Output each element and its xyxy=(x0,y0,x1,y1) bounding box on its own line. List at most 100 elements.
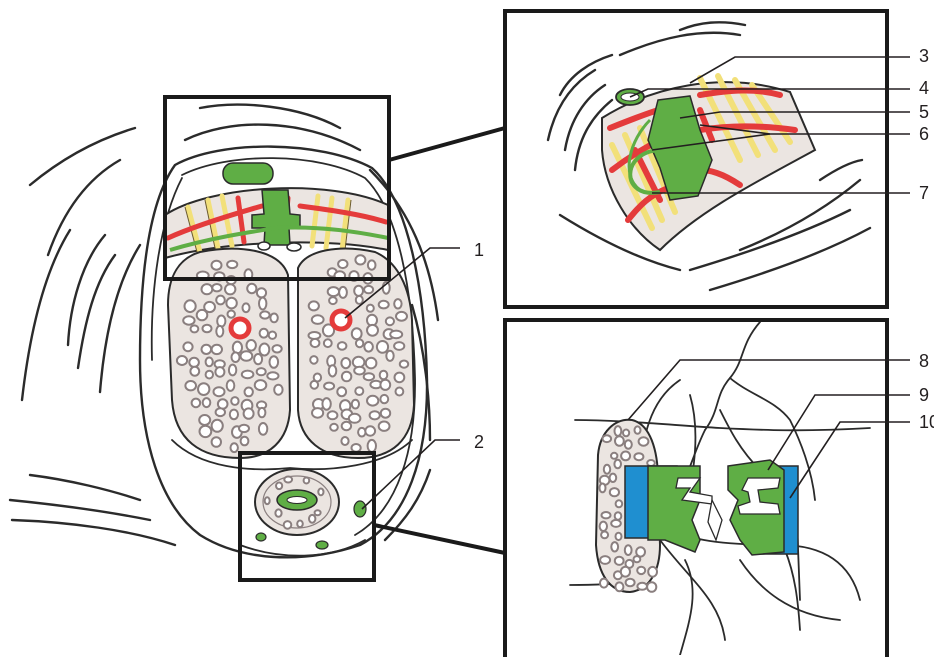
trabecular-space xyxy=(183,316,194,324)
trabecular-space xyxy=(602,512,611,518)
trabecular-space xyxy=(247,284,256,293)
trabecular-space xyxy=(342,372,351,382)
trabecular-space xyxy=(621,567,630,577)
trabecular-space xyxy=(400,361,408,368)
trabecular-space xyxy=(215,367,224,377)
trabecular-space xyxy=(381,409,390,418)
trabecular-space xyxy=(228,311,235,318)
trabecular-space xyxy=(260,329,268,338)
trabecular-space xyxy=(367,396,378,406)
trabecular-space xyxy=(183,342,192,351)
trabecular-space xyxy=(380,380,390,390)
trabecular-space xyxy=(364,373,374,380)
trabecular-space xyxy=(354,367,365,375)
trabecular-space xyxy=(356,296,363,304)
trabecular-space xyxy=(322,398,330,410)
trabecular-space xyxy=(394,342,404,350)
trabecular-space xyxy=(341,358,350,368)
trabecular-space xyxy=(216,408,225,416)
trabecular-space xyxy=(356,339,363,347)
trabecular-space xyxy=(601,532,608,539)
trabecular-space xyxy=(212,420,223,432)
trabecular-space xyxy=(226,298,236,309)
label-4: 4 xyxy=(919,78,929,98)
trabecular-space xyxy=(611,453,617,459)
trabecular-space xyxy=(367,325,378,336)
trabecular-space xyxy=(368,440,376,452)
trabecular-space xyxy=(395,373,405,383)
trabecular-space xyxy=(339,287,347,298)
trabecular-space xyxy=(200,426,212,437)
trabecular-space xyxy=(354,286,363,296)
trabecular-space xyxy=(377,341,388,353)
trabecular-space xyxy=(216,296,225,305)
trabecular-space xyxy=(616,500,623,507)
trabecular-space xyxy=(257,288,266,297)
trabecular-space xyxy=(274,385,282,395)
trabecular-space xyxy=(185,300,196,312)
trabecular-space xyxy=(189,358,199,367)
ventral-detail-inset xyxy=(570,322,870,655)
trabecular-space xyxy=(367,305,374,312)
trabecular-space xyxy=(315,510,321,515)
trabecular-space xyxy=(379,301,389,309)
trabecular-space xyxy=(206,358,213,367)
trabecular-space xyxy=(258,408,265,417)
trabecular-space xyxy=(284,521,292,529)
trabecular-space xyxy=(625,440,632,448)
cavernous-artery-left xyxy=(231,319,249,337)
trabecular-space xyxy=(379,422,390,431)
trabecular-space xyxy=(338,260,347,268)
cavernous-artery-right xyxy=(332,311,350,329)
trabecular-space xyxy=(364,286,373,293)
label-6: 6 xyxy=(919,124,929,144)
trabecular-space xyxy=(242,371,254,379)
trabecular-space xyxy=(192,399,201,408)
trabecular-space xyxy=(265,497,270,504)
trabecular-space xyxy=(273,345,282,352)
trabecular-space xyxy=(231,397,238,405)
trabecular-space xyxy=(621,452,630,461)
trabecular-space xyxy=(626,579,635,587)
trabecular-space xyxy=(309,515,315,523)
trabecular-space xyxy=(610,488,619,496)
trabecular-space xyxy=(311,339,320,347)
trabecular-space xyxy=(600,579,608,588)
trabecular-space xyxy=(366,358,377,369)
label-2: 2 xyxy=(474,432,484,452)
trabecular-space xyxy=(358,428,365,437)
trabecular-space xyxy=(647,460,655,466)
trabecular-space xyxy=(390,331,402,339)
trabecular-space xyxy=(600,556,610,564)
trabecular-space xyxy=(600,484,606,493)
trabecular-space xyxy=(380,371,388,380)
dorsal-detail-inset xyxy=(548,22,870,290)
trabecular-space xyxy=(225,284,235,294)
trabecular-space xyxy=(337,387,346,396)
trabecular-space xyxy=(639,437,649,445)
trabecular-space xyxy=(324,383,334,390)
label-1: 1 xyxy=(474,240,484,260)
trabecular-space xyxy=(338,342,347,350)
label-7: 7 xyxy=(919,183,929,203)
trabecular-space xyxy=(600,522,607,531)
trabecular-space xyxy=(297,521,303,528)
trabecular-space xyxy=(206,371,213,379)
trabecular-space xyxy=(203,325,212,333)
trabecular-space xyxy=(352,400,359,409)
trabecular-space xyxy=(270,314,277,323)
trabecular-space xyxy=(611,520,621,527)
trabecular-space xyxy=(217,316,225,327)
trabecular-space xyxy=(244,408,254,418)
trabecular-space xyxy=(245,388,253,397)
trabecular-space xyxy=(202,345,212,354)
trabecular-space xyxy=(190,367,199,376)
trabecular-space xyxy=(329,365,337,376)
trabecular-space xyxy=(637,583,647,590)
trabecular-space xyxy=(352,328,362,339)
trabecular-space xyxy=(259,423,267,435)
trabecular-space xyxy=(199,415,210,425)
trabecular-space xyxy=(615,557,624,565)
